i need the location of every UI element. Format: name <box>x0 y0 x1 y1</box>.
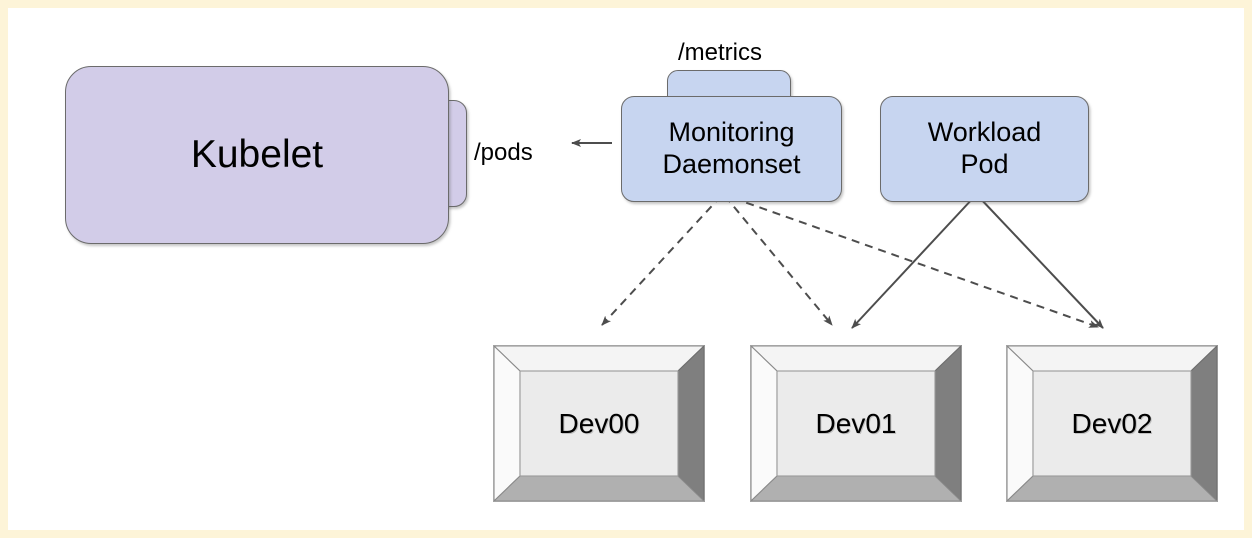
node-device-dev00[interactable]: Dev00 <box>493 345 705 502</box>
node-device-dev01[interactable]: Dev01 <box>750 345 962 502</box>
node-monitoring-daemonset[interactable]: Monitoring Daemonset <box>621 96 842 202</box>
node-device-dev00-label: Dev00 <box>558 407 640 439</box>
device-frame-icon <box>750 345 962 502</box>
node-device-dev01-label: Dev01 <box>815 407 897 439</box>
node-monitoring-daemonset-label: Monitoring Daemonset <box>662 117 801 179</box>
node-workload-pod[interactable]: Workload Pod <box>880 96 1089 202</box>
node-workload-pod-label: Workload Pod <box>927 117 1042 179</box>
node-kubelet-label: Kubelet <box>190 132 324 176</box>
diagram-canvas: Kubelet /pods /metrics Monitoring Daemon… <box>8 8 1244 530</box>
device-frame-icon <box>1006 345 1218 502</box>
metrics-endpoint-label: /metrics <box>678 39 762 66</box>
node-device-dev02-label: Dev02 <box>1071 407 1153 439</box>
pods-endpoint-label: /pods <box>474 139 533 166</box>
node-device-dev02[interactable]: Dev02 <box>1006 345 1218 502</box>
device-frame-icon <box>493 345 705 502</box>
node-kubelet[interactable]: Kubelet <box>65 66 449 244</box>
